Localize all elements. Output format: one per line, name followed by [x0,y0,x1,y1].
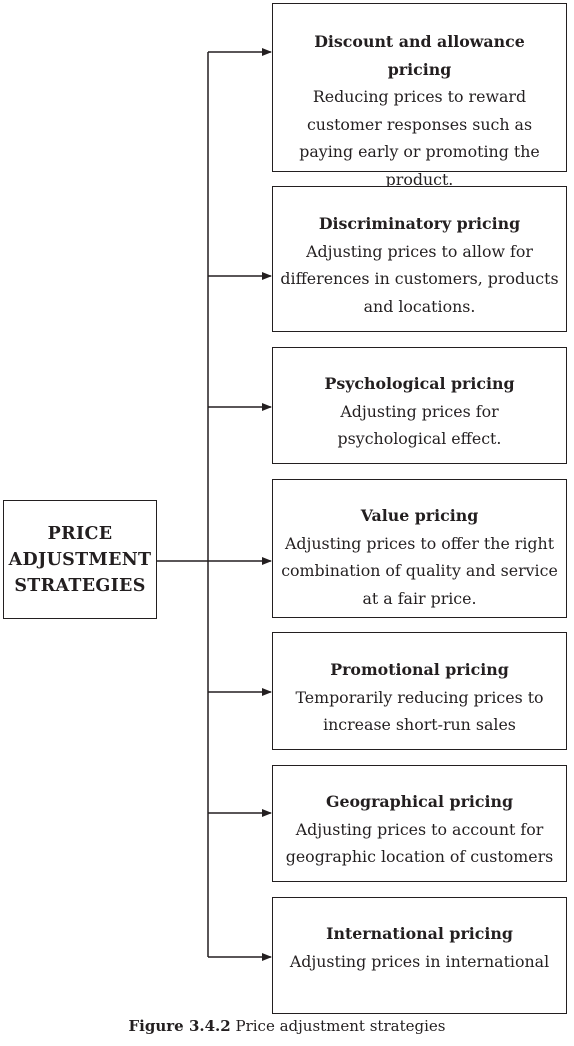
strategy-description: Temporarily reducing prices to increase … [295,687,544,735]
strategy-box-psychological: Psychological pricing Adjusting prices f… [272,347,567,464]
strategy-description: Adjusting prices to allow for difference… [280,241,559,316]
figure-caption: Figure 3.4.2 Price adjustment strategies [0,1017,574,1035]
root-line-1: PRICE [47,523,113,544]
strategy-box-discount: Discount and allowance pricing Reducing … [272,3,567,189]
strategy-description: Adjusting prices in international [289,951,550,971]
strategy-title: Discriminatory pricing [318,214,521,233]
root-node: PRICE ADJUSTMENT STRATEGIES [3,500,157,619]
strategy-box-international: International pricing Adjusting prices i… [272,897,567,1014]
strategy-description: Adjusting prices to account for geograph… [285,819,554,867]
strategy-box-value: Value pricing Adjusting prices to offer … [272,479,567,618]
strategy-title: Psychological pricing [324,374,515,393]
strategy-title: Discount and allowance pricing [314,32,525,79]
strategy-box-geographical: Geographical pricing Adjusting prices to… [272,765,567,882]
strategy-box-promotional: Promotional pricing Temporarily reducing… [272,632,567,750]
strategy-title: Value pricing [360,506,479,525]
strategy-description: Adjusting prices to offer the right comb… [281,533,558,608]
root-line-3: STRATEGIES [14,575,146,596]
strategy-box-discriminatory: Discriminatory pricing Adjusting prices … [272,186,567,332]
strategy-title: Geographical pricing [325,792,514,811]
strategy-title: International pricing [326,924,513,943]
strategy-description: Reducing prices to reward customer respo… [299,87,540,189]
figure-caption-text: Price adjustment strategies [235,1017,446,1035]
root-line-2: ADJUSTMENT [8,549,152,570]
strategy-title: Promotional pricing [330,660,509,679]
strategy-description: Adjusting prices for psychological effec… [337,401,502,449]
figure-label: Figure 3.4.2 [128,1017,231,1035]
